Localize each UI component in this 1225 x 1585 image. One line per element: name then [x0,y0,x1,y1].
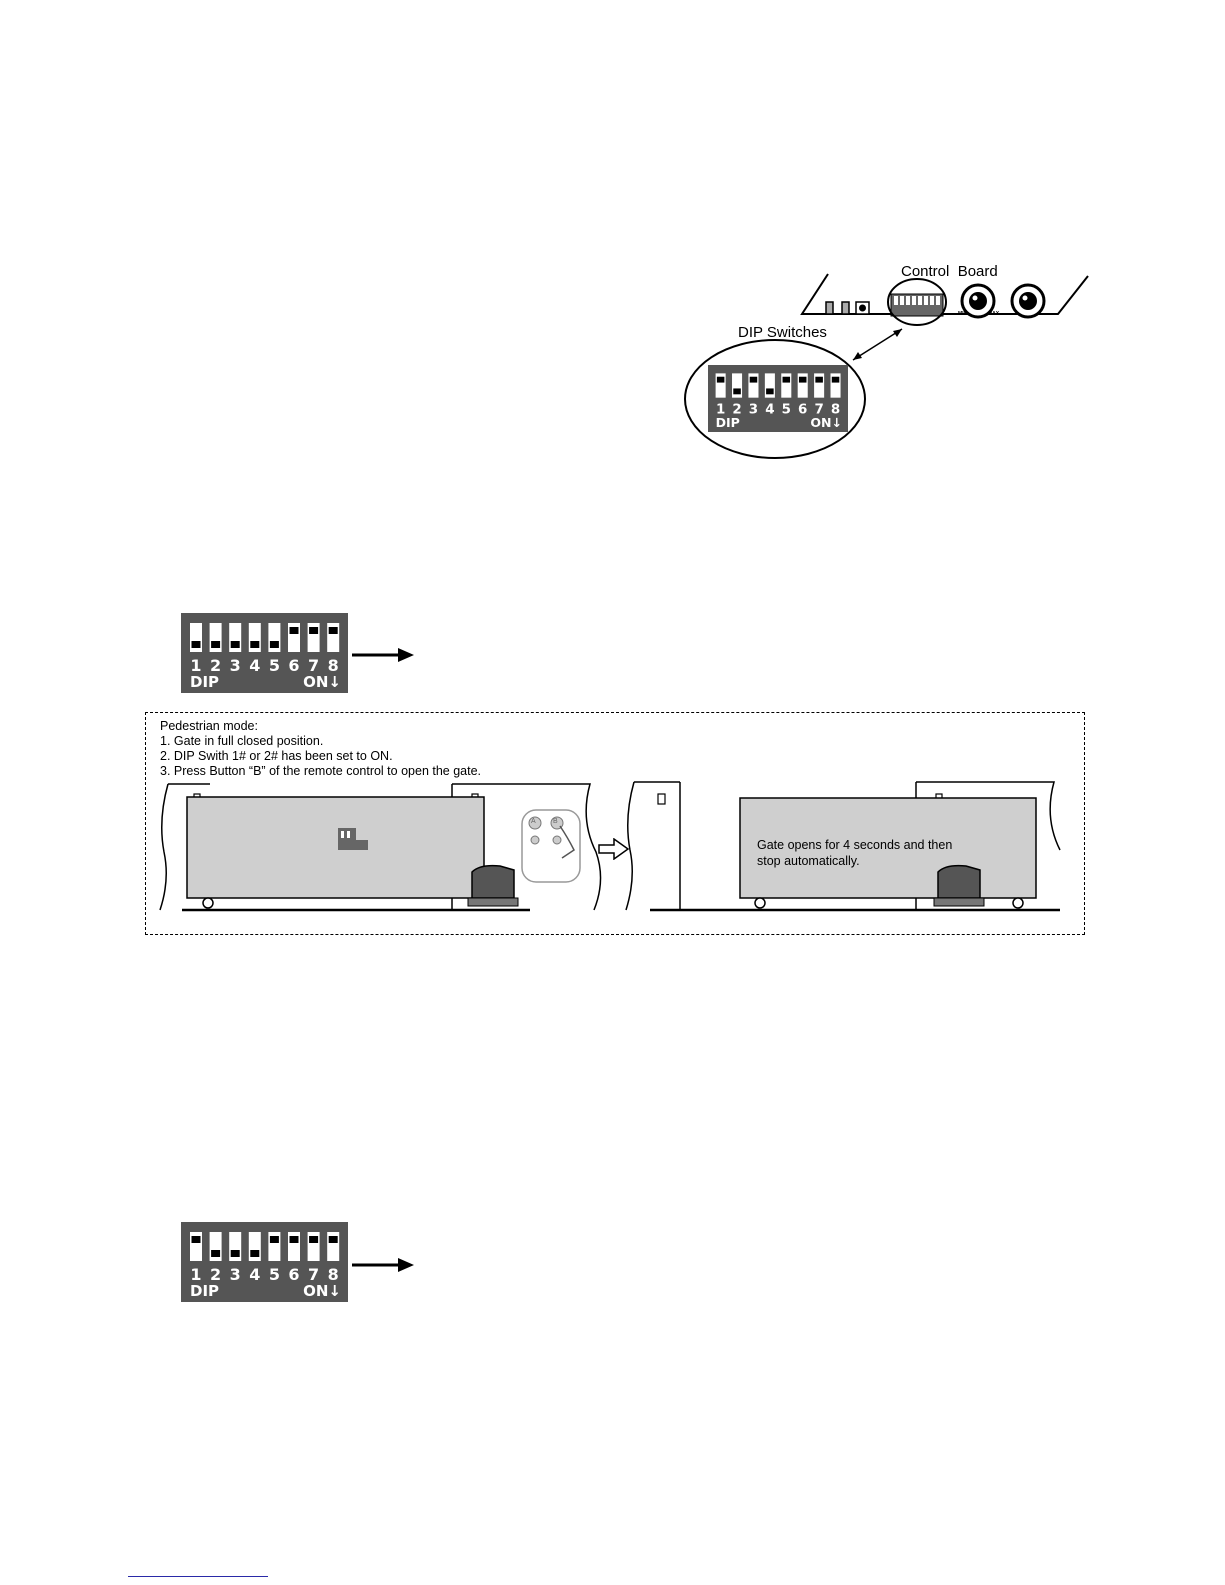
dip-label: DIP [190,1282,219,1300]
dip-switch-5 [268,1232,281,1261]
dip-number-2: 2 [210,1265,221,1284]
remote-button-a-label: A [531,818,536,825]
dip-switch-5 [781,373,792,398]
dip-switch-8 [327,623,340,652]
next-step-arrow-icon [598,838,630,860]
dip-number-1: 1 [190,656,201,675]
dip-number-3: 3 [230,1265,241,1284]
gate-message-line-1: Gate opens for 4 seconds and then [757,838,953,852]
pedestrian-step-3: 3. Press Button “B” of the remote contro… [160,764,482,778]
gate-motor-icon [467,864,519,907]
dip-switch-2 [732,373,743,398]
arrow-right-icon [352,648,414,662]
dip-number-5: 5 [782,403,791,418]
dip-number-1: 1 [190,1265,201,1284]
dip-switch-5 [268,623,281,652]
dip-switch-3 [229,1232,242,1261]
dip-switch-4 [764,373,775,398]
remote-button-b-label: B [553,818,558,825]
dip-number-5: 5 [269,656,280,675]
dip-switch-2 [209,1232,222,1261]
dip-switch-1 [190,1232,202,1261]
dip-number-5: 5 [269,1265,280,1284]
dip-number-7: 7 [308,1265,319,1284]
dip-number-8: 8 [328,656,339,675]
dip-number-8: 8 [831,403,840,418]
arrow-right-icon [352,1258,414,1272]
dip-switch-6 [797,373,808,398]
dip-number-7: 7 [814,403,823,418]
dip-switch-2 [209,623,222,652]
dip-number-6: 6 [798,403,807,418]
dip-number-2: 2 [732,403,741,418]
dip-switch-1 [715,373,726,398]
dip-number-4: 4 [249,656,260,675]
remote-control-icon [521,809,581,883]
gate-motor-icon [933,864,985,907]
dip-number-1: 1 [716,403,725,418]
pedestrian-mode-panel [145,712,1085,935]
control-board-label: Control Board [901,263,998,280]
min-label: MIN [958,311,968,317]
pedestrian-title: Pedestrian mode: [160,719,258,733]
dip-number-2: 2 [210,656,221,675]
dip-number-7: 7 [308,656,319,675]
gate-open-illustration [625,781,1061,912]
pedestrian-instructions: Pedestrian mode: 1. Gate in full closed … [160,719,481,779]
dip-switch-7 [307,623,320,652]
min-max-knob-icon [1010,283,1046,319]
dip-switch-8 [830,373,841,398]
dip-switch-7 [307,1232,320,1261]
on-label: ON↓ [303,1282,341,1300]
dip-number-4: 4 [765,403,774,418]
dip-switch-1 [190,623,202,652]
pedestrian-step-1: 1. Gate in full closed position. [160,734,324,748]
dip-label: DIP [716,415,740,430]
gate-message-line-2: stop automatically. [757,854,860,868]
control-board-diagram [684,273,1089,459]
on-label: ON↓ [303,673,341,691]
pedestrian-step-2: 2. DIP Swith 1# or 2# has been set to ON… [160,749,393,763]
dip-number-6: 6 [288,1265,299,1284]
dip-switch-3 [229,623,242,652]
on-label: ON↓ [810,415,842,430]
dip-switch-4 [248,1232,261,1261]
footer-rule [128,1576,268,1577]
dip-switch-7 [814,373,825,398]
dip-switch-6 [288,1232,300,1261]
dip-number-8: 8 [328,1265,339,1284]
dip-switch-6 [288,623,300,652]
dip-number-4: 4 [249,1265,260,1284]
dip-number-3: 3 [749,403,758,418]
dip-switch-4 [248,623,261,652]
dip-number-6: 6 [288,656,299,675]
dip-switch-8 [327,1232,340,1261]
gate-closed-illustration [159,783,602,912]
gate-open-message: Gate opens for 4 seconds and then stop a… [757,837,952,869]
dip-number-3: 3 [230,656,241,675]
dip-label: DIP [190,673,219,691]
dip-switch-3 [748,373,759,398]
max-label: MAX [988,311,1000,317]
dip-switches-label: DIP Switches [738,324,827,341]
min-max-knob-icon [960,283,996,319]
